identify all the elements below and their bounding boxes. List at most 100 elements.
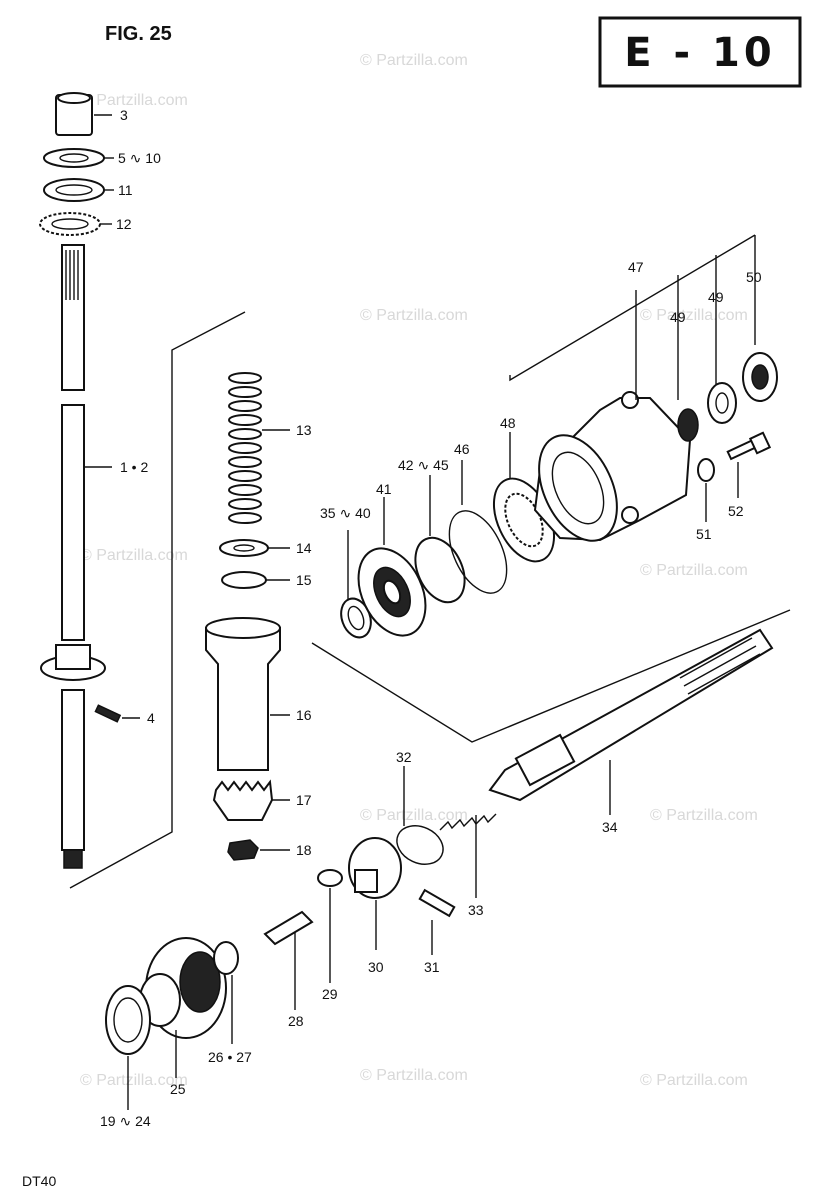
callout-28: 28 [288, 1013, 304, 1029]
callout-14: 14 [296, 540, 312, 556]
callout-42-45: 42 ∿ 45 [398, 457, 449, 473]
drive-shaft-tail [61, 689, 85, 851]
watermark-group: © Partzilla.com © Partzilla.com © Partzi… [80, 52, 758, 1089]
callout-52: 52 [728, 503, 744, 519]
callout-32: 32 [396, 749, 412, 765]
spring-part [228, 372, 262, 524]
watermark: © Partzilla.com [360, 52, 468, 69]
shaft-spline-end [63, 849, 83, 869]
callout-46: 46 [454, 441, 470, 457]
drive-shaft-group [39, 92, 140, 869]
thrust-race-part [43, 178, 105, 202]
spring-part [439, 813, 497, 831]
shaft-collar-body [55, 644, 91, 670]
bearing-hole [51, 218, 89, 230]
callout-16: 16 [296, 707, 312, 723]
bevel-gear-bore [382, 579, 402, 605]
section-code-box [598, 16, 802, 88]
frame-line [69, 311, 246, 889]
callout-1-2: 1 • 2 [120, 459, 148, 475]
callout-47: 47 [628, 259, 644, 275]
callout-33: 33 [468, 902, 484, 918]
callout-49: 49 [670, 309, 686, 325]
reverse-gear-group [105, 937, 239, 1110]
retaining-ring-part [396, 825, 444, 865]
oil-seal-part [707, 382, 737, 424]
shim-hole [347, 605, 365, 631]
watermark: © Partzilla.com [650, 807, 758, 824]
bushing-top [57, 92, 91, 104]
prop-shaft-group [263, 628, 774, 1010]
callout-25: 25 [170, 1081, 186, 1097]
thrust-bearing-part [39, 212, 101, 236]
reverse-gear-teeth [179, 951, 221, 1013]
ring-part [221, 571, 267, 589]
callout-31: 31 [424, 959, 440, 975]
watermark: © Partzilla.com [640, 1072, 748, 1089]
housing-bore [551, 451, 605, 525]
frame-line [509, 234, 756, 382]
clutch-dog-part [514, 733, 576, 787]
push-rod-part [263, 910, 314, 946]
shaft-splines [679, 637, 761, 695]
pin-part [94, 704, 122, 723]
callout-18: 18 [296, 842, 312, 858]
shim-part [213, 941, 239, 975]
oil-seal-part [677, 408, 699, 442]
callout-17: 17 [296, 792, 312, 808]
callout-26-27: 26 • 27 [208, 1049, 252, 1065]
model-label: DT40 [22, 1173, 56, 1189]
housing-face [538, 434, 618, 542]
thrust-washer-part [105, 985, 151, 1055]
watermark: © Partzilla.com [640, 562, 748, 579]
callout-4: 4 [147, 710, 155, 726]
watermark: © Partzilla.com [360, 1067, 468, 1084]
housing-ear [621, 506, 639, 524]
washer-part [219, 539, 269, 557]
pinion-gear-part [212, 779, 274, 821]
sleeve-part [205, 627, 281, 771]
callout-35-40: 35 ∿ 40 [320, 505, 371, 521]
watermark: © Partzilla.com [80, 92, 188, 109]
watermark: © Partzilla.com [360, 807, 468, 824]
callout-48: 48 [500, 415, 516, 431]
callout-41: 41 [376, 481, 392, 497]
callout-34: 34 [602, 819, 618, 835]
callout-12: 12 [116, 216, 132, 232]
frame-line [311, 609, 791, 743]
washer-part [697, 458, 715, 482]
housing-ear [621, 391, 639, 409]
callout-3: 3 [120, 107, 128, 123]
callout-50: 50 [746, 269, 762, 285]
section-code: E - 10 [624, 30, 775, 76]
detent-part [317, 869, 343, 887]
race-hole [55, 184, 93, 196]
washer-hole [233, 544, 255, 552]
shaft-splines [65, 250, 79, 300]
shim-hole [59, 153, 89, 163]
seal-hole [715, 392, 729, 414]
gear-housing-group [340, 290, 778, 639]
circlip-part [448, 510, 508, 594]
pinion-group [205, 372, 290, 861]
drive-shaft-lower [61, 404, 85, 641]
callout-29: 29 [322, 986, 338, 1002]
shim-part [43, 148, 105, 168]
nut-part [227, 839, 259, 861]
callout-5-10: 5 ∿ 10 [118, 150, 161, 166]
seal-hole [751, 364, 769, 390]
watermark: © Partzilla.com [80, 1072, 188, 1089]
callout-30: 30 [368, 959, 384, 975]
pin-part [418, 888, 456, 918]
callout-15: 15 [296, 572, 312, 588]
callout-49: 49 [708, 289, 724, 305]
callout-13: 13 [296, 422, 312, 438]
callout-labels: 3 5 ∿ 10 11 12 1 • 2 4 13 14 15 16 17 18… [100, 107, 762, 1129]
callout-11: 11 [118, 182, 133, 198]
watermark: © Partzilla.com [360, 307, 468, 324]
callout-19-24: 19 ∿ 24 [100, 1113, 151, 1129]
pinion-frame [69, 311, 246, 889]
watermark: © Partzilla.com [640, 307, 748, 324]
housing-frame [311, 234, 791, 743]
